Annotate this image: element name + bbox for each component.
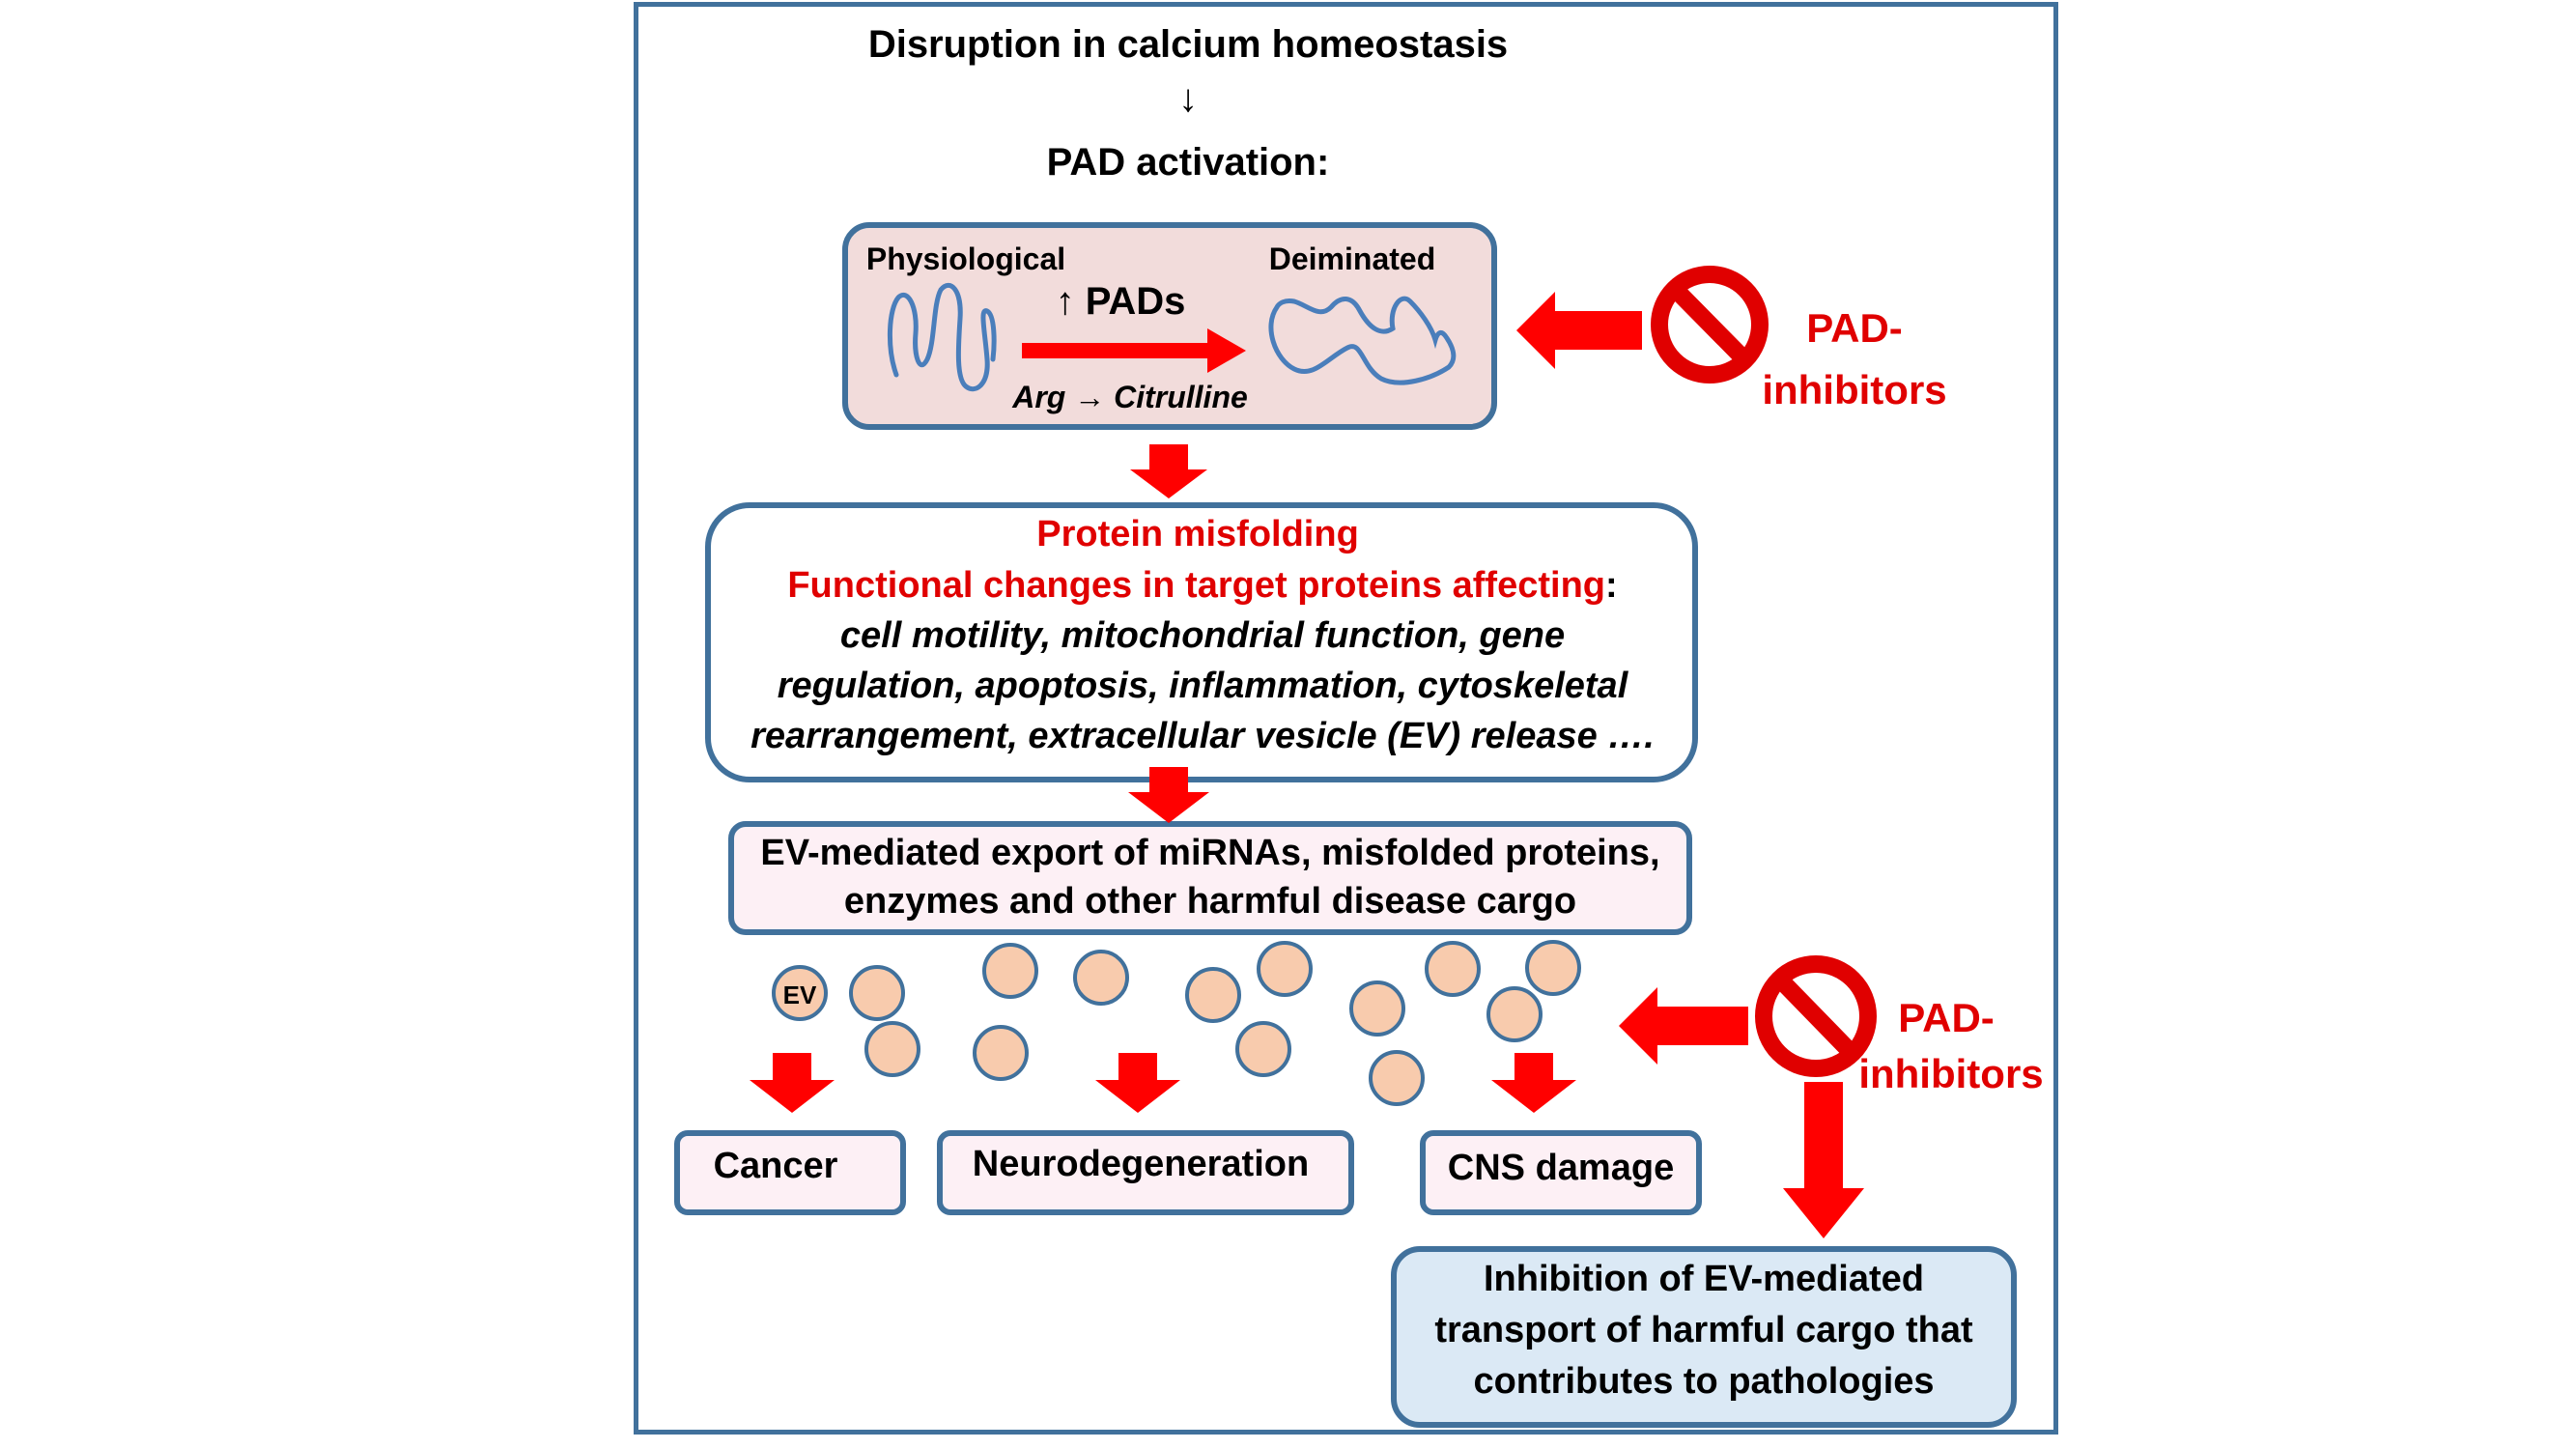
inhibition-line-3: contributes to pathologies [1473, 1361, 1935, 1402]
ev-vesicle [1257, 941, 1313, 997]
ev-vesicle [973, 1025, 1029, 1081]
ev-label: EV [783, 980, 817, 1009]
cancer-box [674, 1130, 906, 1215]
inhibition-line-2: transport of harmful cargo that [1434, 1310, 1973, 1350]
pad-activation-box [842, 222, 1497, 430]
pad-inhibitors-bottom-line2: inhibitors [1858, 1051, 2044, 1096]
ev-vesicle [1235, 1021, 1291, 1077]
effects-line-2: regulation, apoptosis, inflammation, cyt… [777, 666, 1628, 706]
inhibition-line-1: Inhibition of EV-mediated [1484, 1259, 1924, 1299]
ev-vesicle [982, 943, 1038, 999]
effects-line-3: rearrangement, extracellular vesicle (EV… [750, 716, 1655, 756]
effects-line-1: cell motility, mitochondrial function, g… [839, 615, 1566, 656]
protein-effects-box [705, 502, 1698, 782]
down-arrow-neuro [1095, 1053, 1180, 1113]
inhibitor-down-arrow [1783, 1082, 1864, 1238]
functional-changes-line: Functional changes in target proteins af… [715, 565, 1690, 607]
ev-vesicle [1369, 1050, 1425, 1106]
cancer-label: Cancer [713, 1146, 838, 1186]
ev-export-box [728, 821, 1692, 935]
pads-label: ↑ PADs [1055, 280, 1186, 323]
header-pad-activation: PAD activation: [1046, 141, 1330, 184]
export-line-2: enzymes and other harmful disease cargo [843, 881, 1577, 922]
header-calcium: Disruption in calcium homeostasis [867, 23, 1509, 66]
functional-changes-colon: : [1605, 565, 1618, 606]
ev-vesicle [772, 965, 828, 1021]
pad-inhibitors-top-line1: PAD- [1806, 305, 1903, 351]
ev-vesicle [1073, 950, 1129, 1006]
neurodegeneration-label: Neurodegeneration [972, 1144, 1310, 1184]
inhibition-box [1391, 1246, 2017, 1428]
pad-inhibitors-top-line2: inhibitors [1762, 367, 1947, 412]
cns-damage-label: CNS damage [1447, 1148, 1675, 1188]
deiminated-protein-icon [1268, 296, 1457, 385]
deiminated-label: Deiminated [1268, 242, 1436, 276]
protein-misfolding-title: Protein misfolding [1036, 514, 1359, 554]
inhibitor-top-arrow [1516, 292, 1642, 369]
prohibition-top-icon [1651, 266, 1769, 384]
ev-vesicle [849, 965, 905, 1021]
physiological-protein-icon [888, 282, 997, 392]
down-arrow-2 [1128, 767, 1209, 823]
ev-vesicle [1349, 980, 1405, 1037]
cns-damage-box [1420, 1130, 1702, 1215]
ev-vesicle [1185, 967, 1241, 1023]
arg-citrulline-label: Arg → Citrulline [1012, 380, 1248, 414]
ev-vesicle [1425, 941, 1481, 997]
ev-vesicle [864, 1021, 920, 1077]
export-line-1: EV-mediated export of miRNAs, misfolded … [760, 833, 1660, 873]
neurodegeneration-box [937, 1130, 1354, 1215]
pads-conversion-arrow [1022, 328, 1246, 373]
pad-inhibitors-bottom-line1: PAD- [1898, 995, 1995, 1040]
down-arrow-cancer [750, 1053, 835, 1113]
physiological-label: Physiological [865, 242, 1066, 276]
functional-changes-text: Functional changes in target proteins af… [787, 565, 1605, 606]
ev-vesicle [1525, 940, 1581, 996]
ev-vesicle [1486, 986, 1543, 1042]
down-arrow-cns [1491, 1053, 1576, 1113]
inhibitor-bottom-arrow [1619, 987, 1748, 1065]
prohibition-bottom-icon [1755, 955, 1877, 1077]
down-arrow-1 [1130, 444, 1207, 498]
header-arrow: ↓ [1178, 77, 1198, 120]
